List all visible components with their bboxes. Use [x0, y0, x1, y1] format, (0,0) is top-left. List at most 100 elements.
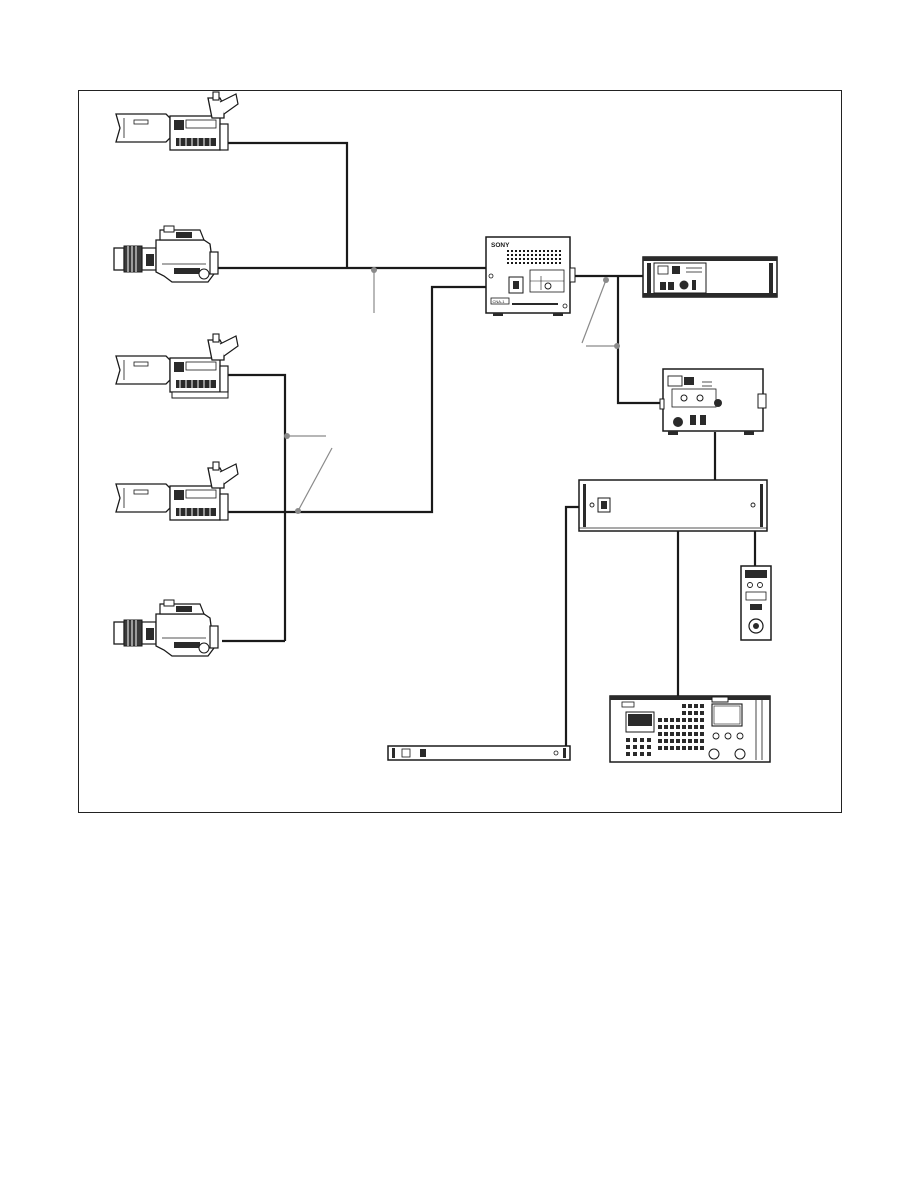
console-button — [682, 711, 686, 715]
vent-hole — [527, 250, 529, 252]
console-button — [700, 718, 704, 722]
console-button — [694, 711, 698, 715]
vent-hole — [543, 258, 545, 260]
console-button — [676, 746, 680, 750]
console-button — [694, 718, 698, 722]
console-button — [682, 746, 686, 750]
console-button — [647, 745, 651, 749]
studio-camera-4 — [116, 462, 238, 520]
console-button — [676, 718, 680, 722]
console-button — [688, 732, 692, 736]
vent-hole — [507, 250, 509, 252]
console-button — [688, 725, 692, 729]
console-button — [688, 704, 692, 708]
vent-hole — [551, 254, 553, 256]
vent-hole — [519, 258, 521, 260]
vent-hole — [543, 250, 545, 252]
console-button — [664, 725, 668, 729]
vent-hole — [539, 262, 541, 264]
master-setup-console — [610, 696, 770, 762]
console-button — [626, 738, 630, 742]
console-button — [633, 752, 637, 756]
vent-hole — [555, 254, 557, 256]
vent-hole — [523, 250, 525, 252]
vent-hole — [515, 250, 517, 252]
console-button — [700, 711, 704, 715]
vent-hole — [527, 254, 529, 256]
console-button — [664, 739, 668, 743]
console-button — [640, 752, 644, 756]
console-button — [658, 732, 662, 736]
console-button — [694, 739, 698, 743]
console-button — [664, 732, 668, 736]
network-box — [579, 480, 767, 531]
vent-hole — [523, 262, 525, 264]
vent-hole — [519, 254, 521, 256]
vent-hole — [527, 258, 529, 260]
vent-hole — [547, 258, 549, 260]
vent-hole — [551, 258, 553, 260]
vent-hole — [511, 262, 513, 264]
console-button — [670, 725, 674, 729]
console-button — [647, 738, 651, 742]
vent-hole — [519, 262, 521, 264]
vent-hole — [507, 254, 509, 256]
console-button — [682, 732, 686, 736]
console-button — [700, 725, 704, 729]
console-button — [700, 746, 704, 750]
vent-hole — [547, 254, 549, 256]
console-button — [688, 711, 692, 715]
console-button — [700, 739, 704, 743]
console-button — [700, 704, 704, 708]
vent-hole — [507, 262, 509, 264]
vent-hole — [519, 250, 521, 252]
thin-rack-unit — [388, 746, 570, 760]
console-button — [664, 718, 668, 722]
vent-hole — [515, 258, 517, 260]
console-button — [676, 732, 680, 736]
vent-hole — [535, 254, 537, 256]
vent-hole — [511, 258, 513, 260]
camera-with-lens-2 — [114, 226, 218, 282]
console-button — [676, 739, 680, 743]
vent-hole — [523, 258, 525, 260]
console-button — [633, 738, 637, 742]
console-button — [694, 746, 698, 750]
console-button — [682, 704, 686, 708]
vent-hole — [535, 258, 537, 260]
console-button — [700, 732, 704, 736]
cables — [218, 143, 755, 752]
console-button — [688, 739, 692, 743]
console-button — [658, 739, 662, 743]
adapter-model-label: CNA-1 — [493, 299, 506, 304]
console-button — [664, 746, 668, 750]
studio-camera-1 — [116, 92, 238, 150]
vent-hole — [547, 250, 549, 252]
vent-hole — [531, 254, 533, 256]
console-button — [688, 718, 692, 722]
console-button — [658, 718, 662, 722]
vent-hole — [515, 254, 517, 256]
vent-hole — [559, 262, 561, 264]
vent-hole — [559, 258, 561, 260]
vent-hole — [559, 254, 561, 256]
camera-with-lens-5 — [114, 600, 218, 656]
vent-hole — [535, 262, 537, 264]
vent-hole — [539, 254, 541, 256]
vent-hole — [551, 262, 553, 264]
console-button — [626, 745, 630, 749]
console-button — [670, 739, 674, 743]
vent-hole — [515, 262, 517, 264]
vent-hole — [507, 258, 509, 260]
vent-hole — [559, 250, 561, 252]
console-button — [670, 718, 674, 722]
vent-hole — [531, 250, 533, 252]
console-button — [640, 745, 644, 749]
vent-hole — [555, 250, 557, 252]
console-button — [658, 746, 662, 750]
vent-hole — [535, 250, 537, 252]
console-button — [670, 732, 674, 736]
cable-camera4-to-adapter — [220, 287, 487, 512]
console-button — [694, 704, 698, 708]
